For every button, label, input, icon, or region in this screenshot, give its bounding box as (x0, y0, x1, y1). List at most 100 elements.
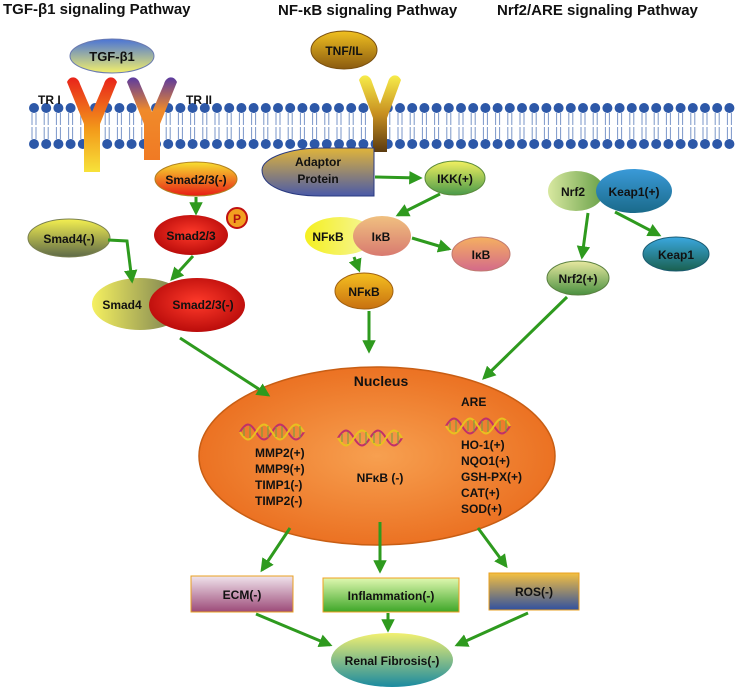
membrane-lipid (626, 102, 638, 150)
tnf-receptor (359, 75, 401, 152)
membrane-lipid (52, 102, 64, 150)
tgf-receptor-2 (127, 77, 177, 160)
membrane-lipid (553, 102, 565, 150)
tnf-ligand-label: TNF/IL (325, 44, 362, 58)
adaptor-protein-node: Adaptor Protein (261, 147, 375, 197)
nfkb-node: NFκB (334, 272, 394, 310)
arrow (179, 336, 271, 397)
membrane-lipid (333, 102, 345, 150)
membrane-lipid (650, 102, 662, 150)
tgf-receptor-1 (67, 77, 117, 172)
arrow (476, 527, 508, 569)
nucleus-right-gene: HO-1(+) (461, 438, 505, 452)
smad23-top-node: Smad2/3(-) (154, 161, 238, 197)
membrane-lipid (528, 102, 540, 150)
arrow (255, 612, 333, 648)
ikb-node: IκB (451, 236, 511, 272)
are-label: ARE (461, 395, 486, 409)
arrow (482, 295, 569, 380)
tgf-ligand-label: TGF-β1 (89, 49, 135, 64)
smad23-phospho-node: Smad2/3 (154, 215, 228, 255)
nucleus-left-gene: MMP9(+) (255, 462, 305, 476)
membrane-lipid (28, 102, 40, 150)
phosphate-label: P (233, 212, 241, 226)
ecm-box: ECM(-) (190, 575, 294, 613)
complex-nrf2-label: Nrf2 (561, 185, 585, 199)
nucleus-right-gene: GSH-PX(+) (461, 470, 522, 484)
membrane-lipid (187, 102, 199, 150)
nucleus-right-gene: SOD(+) (461, 502, 502, 516)
nfkb-pathway-header: NF-κB signaling Pathway (278, 2, 458, 19)
arrow (576, 212, 591, 260)
membrane-lipid (272, 102, 284, 150)
pathway-arrows (107, 171, 662, 648)
membrane-lipid (345, 102, 357, 150)
renal-fibrosis-label: Renal Fibrosis(-) (345, 654, 440, 668)
nucleus-right-gene: CAT(+) (461, 486, 500, 500)
membrane-lipid (455, 102, 467, 150)
nrf2-label: Nrf2(+) (558, 272, 597, 286)
membrane-lipid (40, 102, 52, 150)
membrane-lipid (577, 102, 589, 150)
keap1-label: Keap1 (658, 248, 694, 262)
membrane-lipid (540, 102, 552, 150)
membrane-lipid (723, 102, 735, 150)
membrane-lipid (614, 102, 626, 150)
membrane-lipid (260, 102, 272, 150)
complex-nfkb-label: NFκB (312, 230, 344, 244)
membrane-lipid (126, 102, 138, 150)
membrane-lipid (199, 102, 211, 150)
membrane-lipid (467, 102, 479, 150)
renal-fibrosis-node: Renal Fibrosis(-) (331, 633, 453, 687)
membrane-lipid (638, 102, 650, 150)
membrane-lipid (479, 102, 491, 150)
membrane-lipid (662, 102, 674, 150)
nucleus-nfkb-label: NFκB (-) (357, 471, 404, 485)
smad23-phospho-label: Smad2/3 (166, 229, 216, 243)
membrane-lipid (406, 102, 418, 150)
membrane-lipid (211, 102, 223, 150)
adaptor-protein-label: Adaptor (295, 155, 341, 169)
membrane-lipid (394, 102, 406, 150)
membrane-lipid (504, 102, 516, 150)
membrane-lipid (357, 102, 369, 150)
keap1-node: Keap1 (642, 236, 710, 272)
inflammation-box: Inflammation(-) (322, 577, 460, 613)
nfkb-label: NFκB (348, 285, 380, 299)
complex-ikb-label: IκB (372, 230, 391, 244)
nucleus-left-gene: MMP2(+) (255, 446, 305, 460)
nrf2-pathway-header: Nrf2/ARE signaling Pathway (497, 2, 699, 19)
membrane-lipid (492, 102, 504, 150)
tgf-pathway-header: TGF-β1 signaling Pathway (3, 1, 191, 18)
membrane-lipid (248, 102, 260, 150)
membrane-lipid (589, 102, 601, 150)
ikb-label: IκB (472, 248, 491, 262)
phosphate-badge: P (226, 207, 248, 229)
tnf-ligand: TNF/IL (310, 30, 378, 70)
membrane-lipid (113, 102, 125, 150)
membrane-lipid (601, 102, 613, 150)
membrane-lipid (516, 102, 528, 150)
nucleus-left-gene: TIMP2(-) (255, 494, 302, 508)
membrane-lipid (296, 102, 308, 150)
ros-box: ROS(-) (488, 572, 580, 611)
complex-smad4-label: Smad4 (102, 298, 142, 312)
nucleus-left-gene: TIMP1(-) (255, 478, 302, 492)
receptor-tr2-label: TR II (186, 93, 212, 107)
nucleus-title: Nucleus (354, 373, 409, 389)
membrane-lipid (687, 102, 699, 150)
complex-keap1-label: Keap1(+) (608, 185, 659, 199)
membrane-lipid (443, 102, 455, 150)
membrane-lipid (65, 102, 77, 150)
receptor-tr1-label: TR I (38, 93, 61, 107)
ikk-label: IKK(+) (437, 172, 473, 186)
inflammation-label: Inflammation(-) (348, 589, 435, 603)
membrane-lipid (418, 102, 430, 150)
membrane-lipid (321, 102, 333, 150)
ecm-label: ECM(-) (223, 588, 262, 602)
membrane-lipid (235, 102, 247, 150)
nrf2-node: Nrf2(+) (546, 260, 610, 296)
smad23-top-label: Smad2/3(-) (165, 173, 226, 187)
ros-label: ROS(-) (515, 585, 553, 599)
